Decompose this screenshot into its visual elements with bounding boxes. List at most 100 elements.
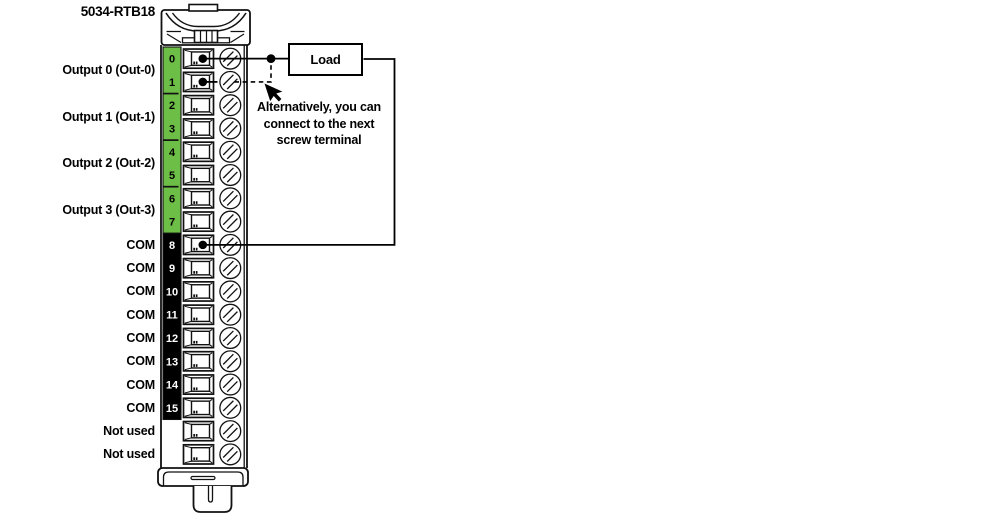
- terminal-number: 4: [169, 147, 176, 159]
- terminal-label: Output 0 (Out-0): [62, 63, 155, 78]
- wire-clamp-icon: [182, 350, 215, 372]
- wire-dashed-alternative: [234, 63, 272, 83]
- cursor-arrow-icon: [264, 83, 283, 102]
- screw-terminal-icon: [219, 210, 242, 233]
- wire-clamp-icon: [182, 397, 215, 419]
- terminal-label: Output 3 (Out-3): [62, 202, 155, 217]
- screw-terminal-icon: [219, 373, 242, 396]
- wire-clamp-icon: [182, 187, 215, 209]
- terminal-row-6: 6: [169, 187, 242, 210]
- terminal-label: COM: [126, 331, 155, 345]
- rtb-top-latch: [160, 3, 251, 46]
- screw-terminal-icon: [219, 140, 242, 163]
- load-box: Load: [288, 43, 363, 76]
- terminal-number: 7: [169, 217, 175, 229]
- junction-dot: [266, 54, 276, 63]
- screw-terminal-icon: [219, 396, 242, 419]
- terminal-number: 6: [169, 193, 175, 205]
- wire-connection-dot: [198, 54, 208, 63]
- terminal-number: 2: [169, 100, 175, 112]
- terminal-label: Not used: [103, 447, 155, 462]
- annotation-text: Alternatively, you can connect to the ne…: [248, 99, 390, 149]
- terminal-label: Output 1 (Out-1): [62, 109, 155, 124]
- terminal-label: COM: [126, 261, 155, 276]
- screw-terminal-icon: [219, 443, 242, 466]
- screw-terminal-icon: [219, 117, 242, 140]
- terminal-number: 11: [166, 310, 178, 322]
- wire-clamp-icon: [182, 420, 215, 442]
- terminal-label: COM: [126, 377, 155, 392]
- wire-clamp-icon: [182, 280, 215, 302]
- terminal-label: COM: [126, 237, 155, 252]
- wire-load-to-com8: [207, 58, 396, 246]
- terminal-label: Not used: [103, 424, 155, 439]
- terminal-label: COM: [126, 354, 155, 369]
- screw-terminal-icon: [219, 70, 242, 93]
- screw-terminal-icon: [219, 163, 242, 187]
- rtb-bottom-footer: [157, 467, 249, 487]
- terminal-number: 0: [169, 54, 175, 66]
- wire-clamp-icon: [182, 164, 215, 186]
- terminal-number: 1: [169, 77, 175, 89]
- terminal-number: 3: [169, 123, 175, 135]
- terminal-row-10: 10: [166, 280, 242, 303]
- terminal-row-13: 13: [166, 350, 242, 373]
- terminal-row-14: 14: [166, 373, 242, 396]
- terminal-row-2: 2: [169, 94, 242, 117]
- screw-terminal-icon: [219, 303, 242, 326]
- wire-clamp-icon: [182, 94, 215, 116]
- terminal-row-12: 12: [166, 326, 242, 350]
- wire-clamp-icon: [182, 257, 215, 279]
- terminal-row-15: 15: [166, 396, 242, 419]
- screw-terminal-icon: [219, 350, 242, 373]
- terminal-number: 14: [166, 380, 179, 392]
- screw-terminal-icon: [219, 257, 242, 280]
- terminal-row-9: 9: [169, 257, 242, 280]
- wire-clamp-icon: [182, 374, 215, 396]
- annotation-line-3: screw terminal: [276, 133, 362, 147]
- wire-clamp-icon: [182, 327, 215, 349]
- wiring-layer: [203, 54, 396, 246]
- wire-connection-dot: [198, 77, 208, 87]
- annotation-line-1: Alternatively, you can: [257, 100, 381, 114]
- screw-terminal-icon: [219, 420, 242, 443]
- screw-terminal-icon: [219, 94, 242, 117]
- screw-terminal-icon: [219, 280, 242, 303]
- terminal-row-0: 0: [169, 47, 242, 70]
- terminal-number: 8: [169, 240, 175, 252]
- terminal-label: Output 2 (Out-2): [62, 156, 155, 171]
- screw-terminal-icon: [219, 326, 242, 350]
- terminal-row-11: 11: [166, 303, 242, 326]
- terminal-row-4: 4: [169, 140, 242, 163]
- terminal-label: COM: [126, 284, 155, 299]
- terminal-label: COM: [126, 307, 155, 322]
- wire-clamp-icon: [182, 118, 215, 139]
- annotation-line-2: connect to the next: [263, 116, 375, 131]
- terminal-number: 12: [166, 333, 178, 345]
- wire-clamp-icon: [182, 443, 215, 465]
- terminal-number: 5: [169, 170, 175, 182]
- terminal-row-3: 3: [169, 117, 242, 140]
- rtb-body-walls: [160, 45, 248, 468]
- terminal-row-7: 7: [169, 210, 242, 233]
- terminal-row-8: 8: [169, 233, 242, 256]
- terminal-number: 15: [166, 403, 178, 415]
- wire-clamp-icon: [182, 304, 215, 326]
- terminal-row-5: 5: [169, 163, 242, 187]
- wire-clamp-icon: [182, 141, 215, 163]
- screw-terminal-icon: [219, 187, 242, 210]
- terminal-number: 10: [166, 286, 178, 298]
- wire-connection-dot: [198, 240, 208, 250]
- terminal-row-unused-16: [182, 420, 242, 443]
- terminal-label: COM: [126, 400, 155, 415]
- wire-clamp-icon: [182, 211, 215, 233]
- zone-com: [162, 232, 182, 421]
- terminal-number: 13: [166, 356, 178, 368]
- module-title: 5034-RTB18: [80, 4, 156, 19]
- rtb-key-tab: [192, 486, 233, 513]
- terminal-number: 9: [169, 263, 175, 275]
- load-label: Load: [310, 52, 341, 67]
